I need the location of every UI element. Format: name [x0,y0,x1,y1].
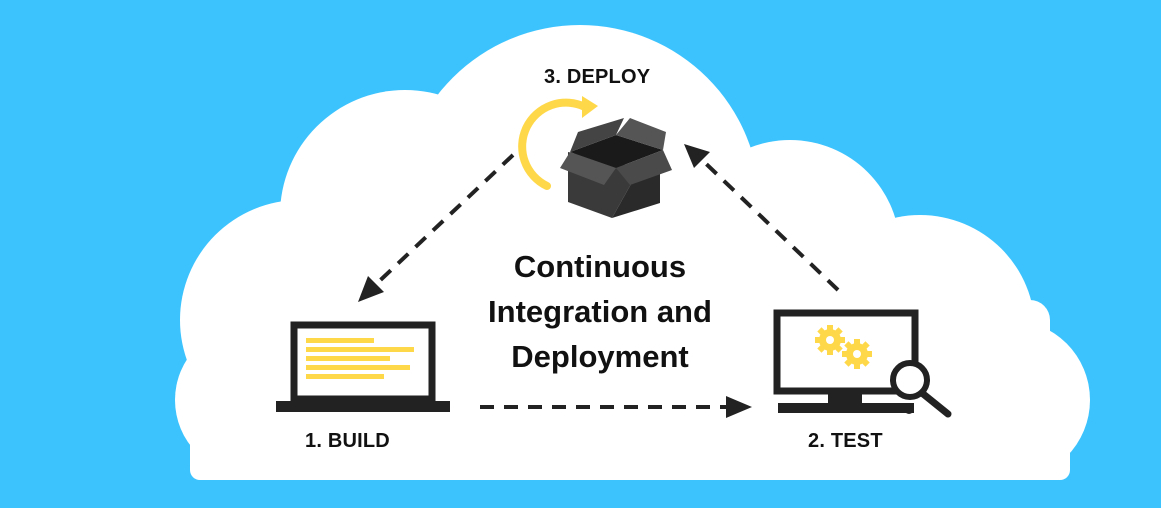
laptop-icon [276,321,450,412]
arrow-deploy-to-build [370,153,515,290]
gear-icon [815,325,845,355]
title-line: Continuous [513,249,687,284]
flow-arrows [358,144,840,418]
box-icon [560,118,672,218]
magnifier-icon [890,360,952,418]
refresh-arrow-icon [518,96,598,190]
title-line: Integration and [488,294,712,329]
arrow-test-to-deploy [698,156,840,292]
step-test-label: 2. TEST [808,430,883,452]
step-build-label: 1. BUILD [305,430,390,452]
title-line: Deployment [511,339,689,374]
gear-icon [842,339,872,369]
step-deploy-label: 3. DEPLOY [544,66,651,88]
monitor-gears-icon [773,309,919,413]
diagram-title: Continuous Integration and Deployment [460,244,740,379]
